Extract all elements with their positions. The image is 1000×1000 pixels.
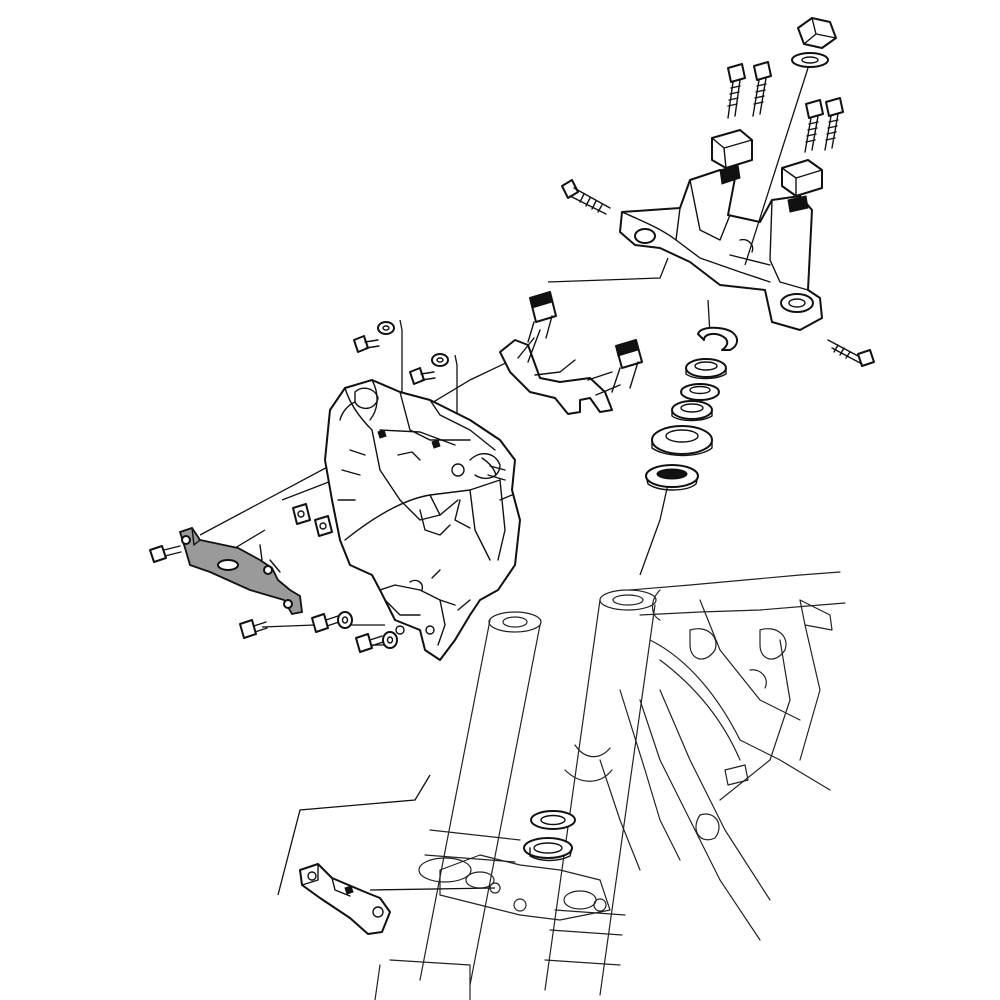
lower-stay-bracket [299,863,391,935]
bolt [355,633,384,653]
locknut-upper [685,358,727,380]
lock-washer [697,326,738,351]
fairing-inner-cowl [324,379,521,661]
bolt [311,613,340,633]
locknut-lower [671,400,713,422]
bolt [239,619,268,639]
pinch-bolt-right [827,339,875,367]
rubber-cushion [611,339,643,393]
bolt [149,545,182,563]
bolt [752,61,772,117]
washer [337,611,353,629]
washer [377,321,395,335]
dust-seal [651,425,713,457]
bolt [353,335,380,353]
bolt [409,367,436,385]
steering-stem-parts [645,326,738,491]
bolt [727,63,746,119]
frame [599,571,846,941]
riser-bolts [727,61,844,153]
clip-nut [314,515,333,537]
bolt [824,97,844,151]
pinch-bolt-left [561,179,611,215]
bracket-bolts [149,545,398,653]
washer [431,353,449,367]
fairing-bolts-upper [353,321,449,385]
upper-triple-clamp [619,129,823,331]
front-fork [374,589,657,1000]
upper-bearing [645,464,699,491]
washer [382,631,398,649]
stem-nut [744,17,837,266]
rubber-cushion [527,291,557,343]
fairing-stay [499,291,643,415]
mounting-bracket-plate [178,526,303,616]
clip-nut [292,503,311,525]
rubber-washer [680,383,720,401]
clip-nuts [292,503,333,537]
bolt [804,99,824,153]
